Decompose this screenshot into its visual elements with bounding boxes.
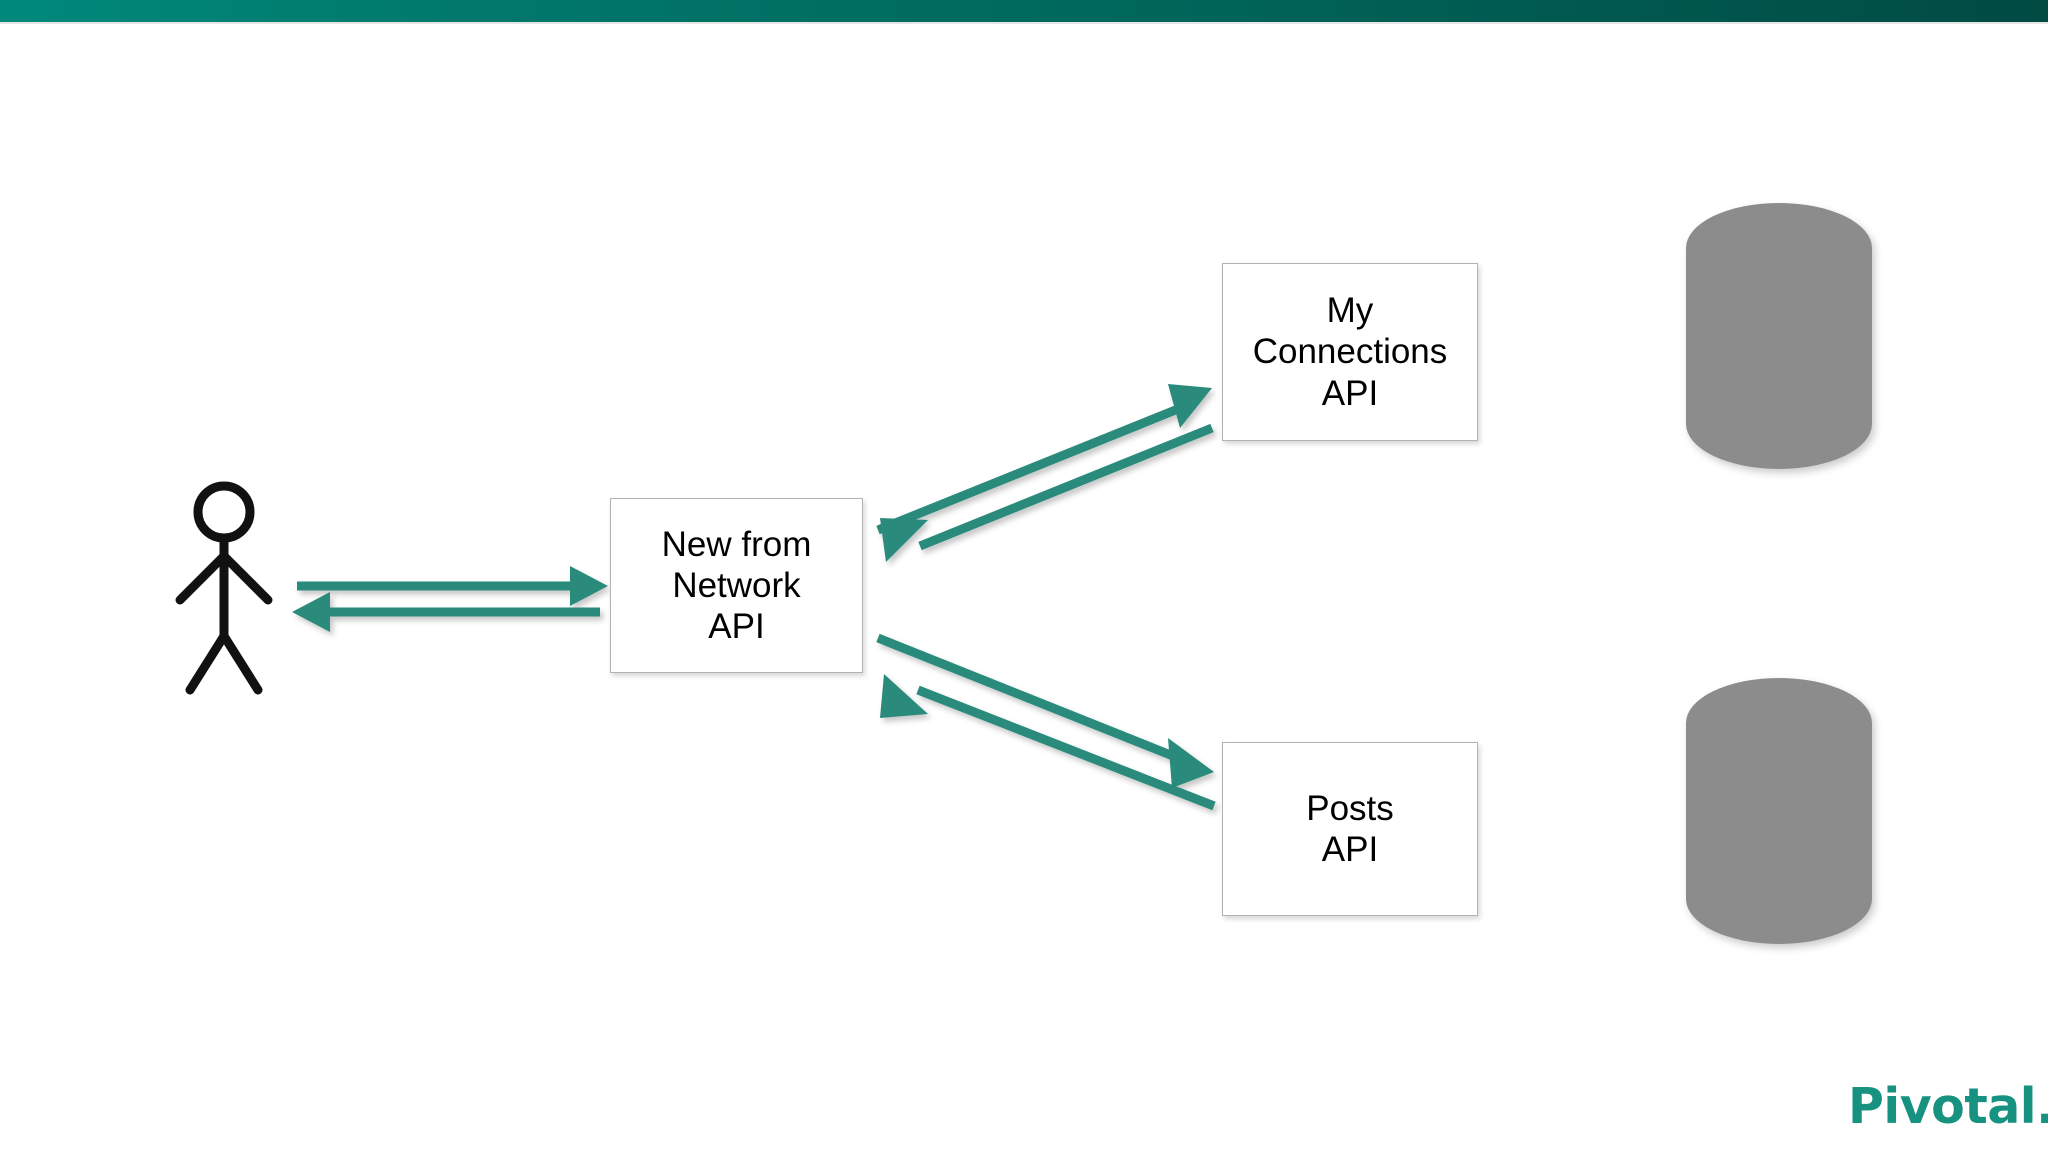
stick-figure-head <box>193 481 255 543</box>
stick-figure-leg-right <box>219 631 263 695</box>
arrow-newfromnetwork-to-myconnections <box>876 384 1212 535</box>
arrow-myconnections-to-newfromnetwork <box>880 423 1214 562</box>
stick-figure-leg-left <box>185 631 229 695</box>
api-box-my-connections-label: My Connections API <box>1252 291 1448 413</box>
pivotal-logo: Pivotal. <box>1848 1078 2048 1135</box>
arrow-newfromnetwork-to-posts <box>876 633 1214 788</box>
api-box-posts-label: Posts API <box>1306 788 1394 869</box>
api-box-posts[interactable]: Posts API <box>1222 742 1478 916</box>
arrow-user-to-newfromnetwork <box>297 566 608 606</box>
api-box-new-from-network-label: New from Network API <box>661 524 812 647</box>
top-accent-bar-shadow <box>0 22 2048 24</box>
database-icon-my-connections <box>1686 203 1872 469</box>
top-accent-bar <box>0 0 2048 22</box>
stick-figure-user-icon <box>175 481 273 695</box>
api-box-new-from-network[interactable]: New from Network API <box>610 498 863 673</box>
stick-figure-arm-right <box>219 551 273 605</box>
database-icon-posts <box>1686 678 1872 944</box>
arrow-newfromnetwork-to-user <box>292 592 600 632</box>
stick-figure-arm-left <box>175 551 229 605</box>
arrow-posts-to-newfromnetwork <box>880 674 1216 811</box>
api-box-my-connections[interactable]: My Connections API <box>1222 263 1478 441</box>
